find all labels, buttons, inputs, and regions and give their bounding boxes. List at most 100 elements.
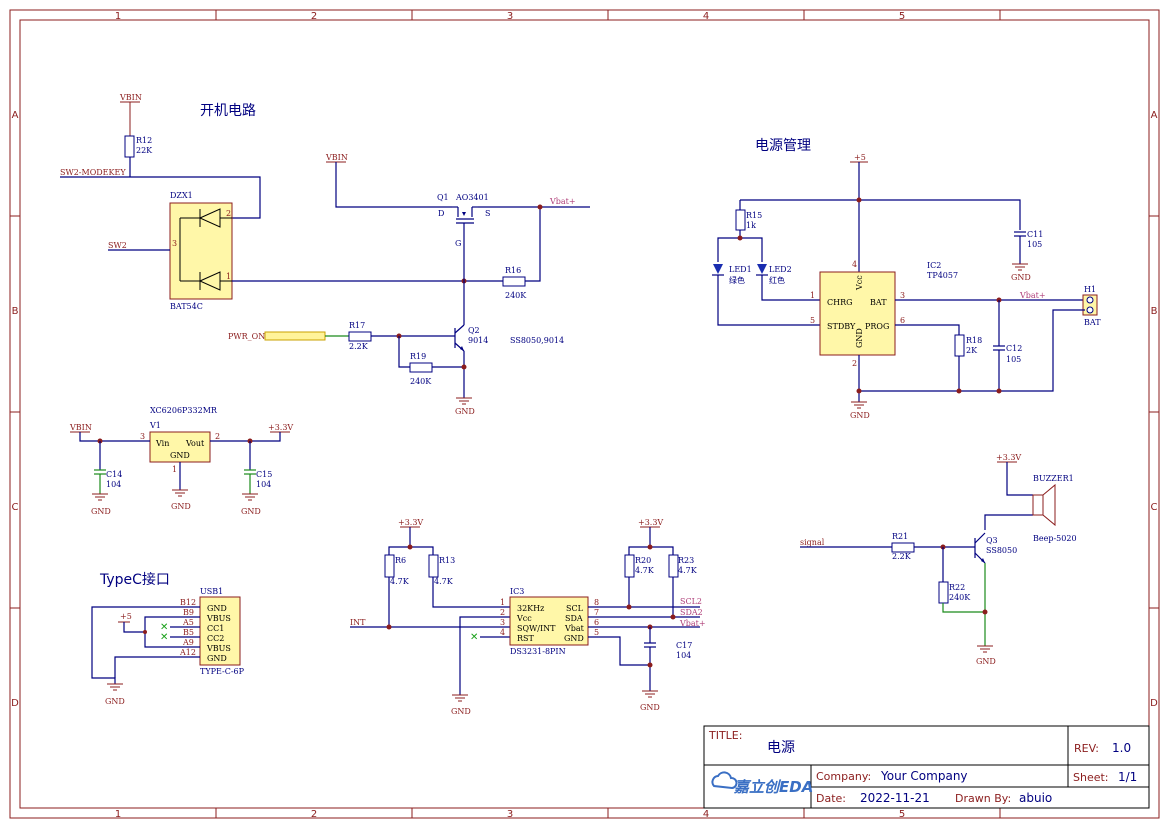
col-label: 3 [507,809,513,820]
part-value: 104 [256,480,271,489]
col-label: 2 [311,11,317,22]
net-label: GND [850,411,870,420]
part-value: 1k [746,221,756,230]
part-ref: C12 [1006,344,1022,353]
net-label: GND [105,697,125,706]
part-value: Beep-5020 [1033,534,1077,543]
part-value: 4.7K [635,566,655,575]
pin-number: 3 [500,618,505,627]
part-value: 9014 [468,336,488,345]
part-value: 240K [410,377,432,386]
part-ref: R23 [678,556,694,565]
ic-ds3231 [509,596,589,646]
pin-name: 32KHz [517,604,544,613]
pin-name: Vcc [855,275,864,291]
part-ref: R18 [966,336,982,345]
net-label: +5 [854,153,866,162]
part-value: XC6206P332MR [150,406,218,415]
pin-name: PROG [865,322,889,331]
row-label: B [1151,306,1158,317]
part-ref: R12 [136,136,152,145]
pin-number: B5 [183,628,194,637]
section-title-power-mgmt: 电源管理 [755,138,811,154]
row-label: C [12,502,19,513]
net-label: SDA2 [680,608,703,617]
resistor-r12 [124,135,135,158]
net-label: GND [241,507,261,516]
pin-number: 2 [215,432,220,441]
resistor-r20 [624,554,635,578]
resistor-r15 [735,209,746,231]
part-ref: Q2 [468,326,480,335]
pin-number: 1 [810,291,815,300]
net-label: SW2-MODEKEY [60,168,126,177]
pin-number: 5 [810,316,815,325]
pin-number: 4 [852,260,857,269]
pin-name: RST [517,634,535,643]
net-label: VBIN [119,93,142,102]
part-value: 2.2K [349,342,369,351]
pin-name: Vout [185,439,205,448]
pin-number: 8 [594,598,599,607]
part-value: 105 [1027,240,1042,249]
part-ref: BUZZER1 [1033,474,1074,483]
net-label: VBIN [69,423,92,432]
title-label: TITLE: [708,729,742,742]
part-value: 绿色 [729,275,745,285]
row-labels: A B C D A B C D [11,110,1158,709]
pin-number: A9 [182,638,194,647]
part-ref: Q3 [986,536,998,545]
power-mgmt-circuit: +5 R15 1k LED1 绿色 LED2 红色 IC2 TP4057 CHR… [712,153,1101,420]
part-ref: IC2 [927,261,941,270]
part-ref: USB1 [200,587,223,596]
net-label: GND [171,502,191,511]
part-value: AO3401 [455,193,489,202]
pin-name: SDA [565,614,583,623]
pin-number: A5 [182,618,194,627]
part-ref: IC3 [510,587,524,596]
section-title-typec: TypeC接口 [99,571,170,588]
net-label: SW2 [108,241,127,250]
resistor-r18 [954,334,965,357]
net-label: GND [451,707,471,716]
part-ref: C17 [676,641,692,650]
pin-name: CHRG [827,298,853,307]
col-label: 1 [115,809,121,820]
part-value: 4.7K [678,566,698,575]
part-value: 105 [1006,355,1021,364]
ground-symbol [452,694,468,702]
col-label: 3 [507,11,513,22]
capacitor-c11 [1014,231,1026,264]
part-ref: R13 [439,556,455,565]
pin-number: 6 [900,316,905,325]
part-value: BAT54C [170,302,203,311]
led-led2 [756,264,768,276]
pin-name: VBUS [206,614,231,623]
part-ref: DZX1 [170,191,193,200]
row-label: D [11,698,19,709]
pin-number: 3 [172,239,177,248]
power-on-circuit: VBIN R12 22K SW2-MODEKEY DZX1 BAT54C 2 3… [60,93,590,416]
part-value: BAT [1084,318,1101,327]
capacitor-c12 [993,345,1005,351]
transistor-q3 [974,532,986,564]
rev-label: REV: [1074,742,1099,755]
part-ref: R17 [349,321,365,330]
section-title-power-on: 开机电路 [200,103,256,119]
resistor-r16 [502,276,526,287]
part-value: 2K [966,346,978,355]
net-label: INT [350,618,366,627]
pin-name: GND [207,654,227,663]
resistor-r22 [938,581,949,604]
part-ref: LED2 [769,265,792,274]
pin-name: GND [170,451,190,460]
net-label: GND [1011,273,1031,282]
part-ref: R15 [746,211,762,220]
pin-name: Vin [155,439,169,448]
company-value: Your Company [880,769,968,783]
col-label: 1 [115,11,121,22]
usb-pins: B12 B9 A5 B5 A9 A12 GND VBUS CC1 CC2 VBU… [179,598,231,663]
drawn-by-value: abuio [1019,791,1052,805]
sheet-value: 1/1 [1118,770,1137,784]
drawn-by-label: Drawn By: [955,792,1011,805]
